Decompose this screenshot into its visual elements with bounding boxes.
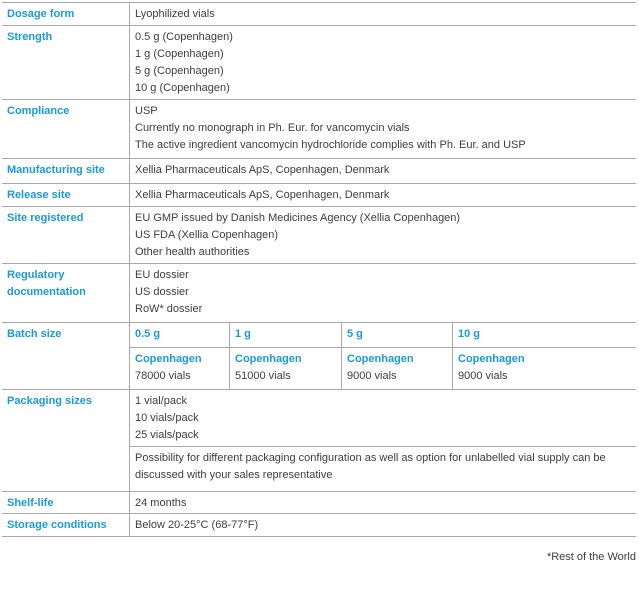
- row-value: Below 20-25°C (68-77°F): [135, 519, 259, 531]
- batch-site: Copenhagen: [458, 353, 525, 365]
- batch-strength: 0.5 g: [130, 323, 230, 347]
- row-storage-conditions: Storage conditions Below 20-25°C (68-77°…: [2, 514, 636, 537]
- row-label: Batch size: [2, 323, 130, 389]
- row-batch-size: Batch size 0.5 g 1 g 5 g 10 g Copenhagen…: [2, 323, 636, 390]
- row-value: 10 g (Copenhagen): [135, 82, 230, 94]
- batch-strength: 1 g: [230, 323, 342, 347]
- row-value: US dossier: [135, 286, 189, 298]
- row-value: USP: [135, 105, 158, 117]
- row-value: 25 vials/pack: [135, 429, 199, 441]
- row-label: Packaging sizes: [2, 390, 130, 491]
- batch-size-value: 78000 vials: [135, 370, 191, 382]
- row-value: Currently no monograph in Ph. Eur. for v…: [135, 122, 410, 134]
- row-value: Lyophilized vials: [135, 8, 215, 20]
- row-release-site: Release site Xellia Pharmaceuticals ApS,…: [2, 184, 636, 207]
- row-value: 1 g (Copenhagen): [135, 48, 224, 60]
- row-label: Site registered: [2, 207, 130, 263]
- batch-size-value: 51000 vials: [235, 370, 291, 382]
- batch-size-value: 9000 vials: [458, 370, 508, 382]
- row-regulatory-documentation: Regulatory documentation EU dossier US d…: [2, 264, 636, 323]
- batch-size-value: 9000 vials: [347, 370, 397, 382]
- row-dosage-form: Dosage form Lyophilized vials: [2, 3, 636, 26]
- row-value: 10 vials/pack: [135, 412, 199, 424]
- batch-site: Copenhagen: [347, 353, 414, 365]
- row-value: 1 vial/pack: [135, 395, 187, 407]
- batch-site: Copenhagen: [235, 353, 302, 365]
- row-label: Manufacturing site: [2, 159, 130, 183]
- row-compliance: Compliance USP Currently no monograph in…: [2, 100, 636, 159]
- row-packaging-sizes: Packaging sizes 1 vial/pack 10 vials/pac…: [2, 390, 636, 492]
- row-label: Release site: [2, 184, 130, 206]
- row-value: The active ingredient vancomycin hydroch…: [135, 139, 526, 151]
- row-value: EU GMP issued by Danish Medicines Agency…: [135, 212, 461, 224]
- row-strength: Strength 0.5 g (Copenhagen) 1 g (Copenha…: [2, 26, 636, 100]
- row-label: Shelf-life: [2, 492, 130, 513]
- row-value: RoW* dossier: [135, 303, 203, 315]
- packaging-note: Possibility for different packaging conf…: [135, 452, 606, 481]
- footnote: *Rest of the World: [546, 551, 636, 563]
- row-label: Compliance: [2, 100, 130, 158]
- row-value: EU dossier: [135, 269, 189, 281]
- row-value: Xellia Pharmaceuticals ApS, Copenhagen, …: [135, 164, 390, 176]
- row-value: 0.5 g (Copenhagen): [135, 31, 233, 43]
- batch-site: Copenhagen: [135, 353, 202, 365]
- batch-strength: 5 g: [342, 323, 453, 347]
- product-spec-table: Dosage form Lyophilized vials Strength 0…: [2, 2, 636, 537]
- row-label: Regulatory documentation: [2, 264, 130, 322]
- row-label: Storage conditions: [2, 514, 130, 536]
- row-label: Strength: [2, 26, 130, 99]
- row-value: 5 g (Copenhagen): [135, 65, 224, 77]
- batch-strength: 10 g: [458, 328, 481, 340]
- row-site-registered: Site registered EU GMP issued by Danish …: [2, 207, 636, 264]
- row-label: Dosage form: [2, 3, 130, 25]
- row-value: Other health authorities: [135, 246, 250, 258]
- row-manufacturing-site: Manufacturing site Xellia Pharmaceutical…: [2, 159, 636, 184]
- row-shelf-life: Shelf-life 24 months: [2, 492, 636, 514]
- row-value: US FDA (Xellia Copenhagen): [135, 229, 279, 241]
- row-value: Xellia Pharmaceuticals ApS, Copenhagen, …: [135, 189, 390, 201]
- row-value: 24 months: [135, 497, 187, 509]
